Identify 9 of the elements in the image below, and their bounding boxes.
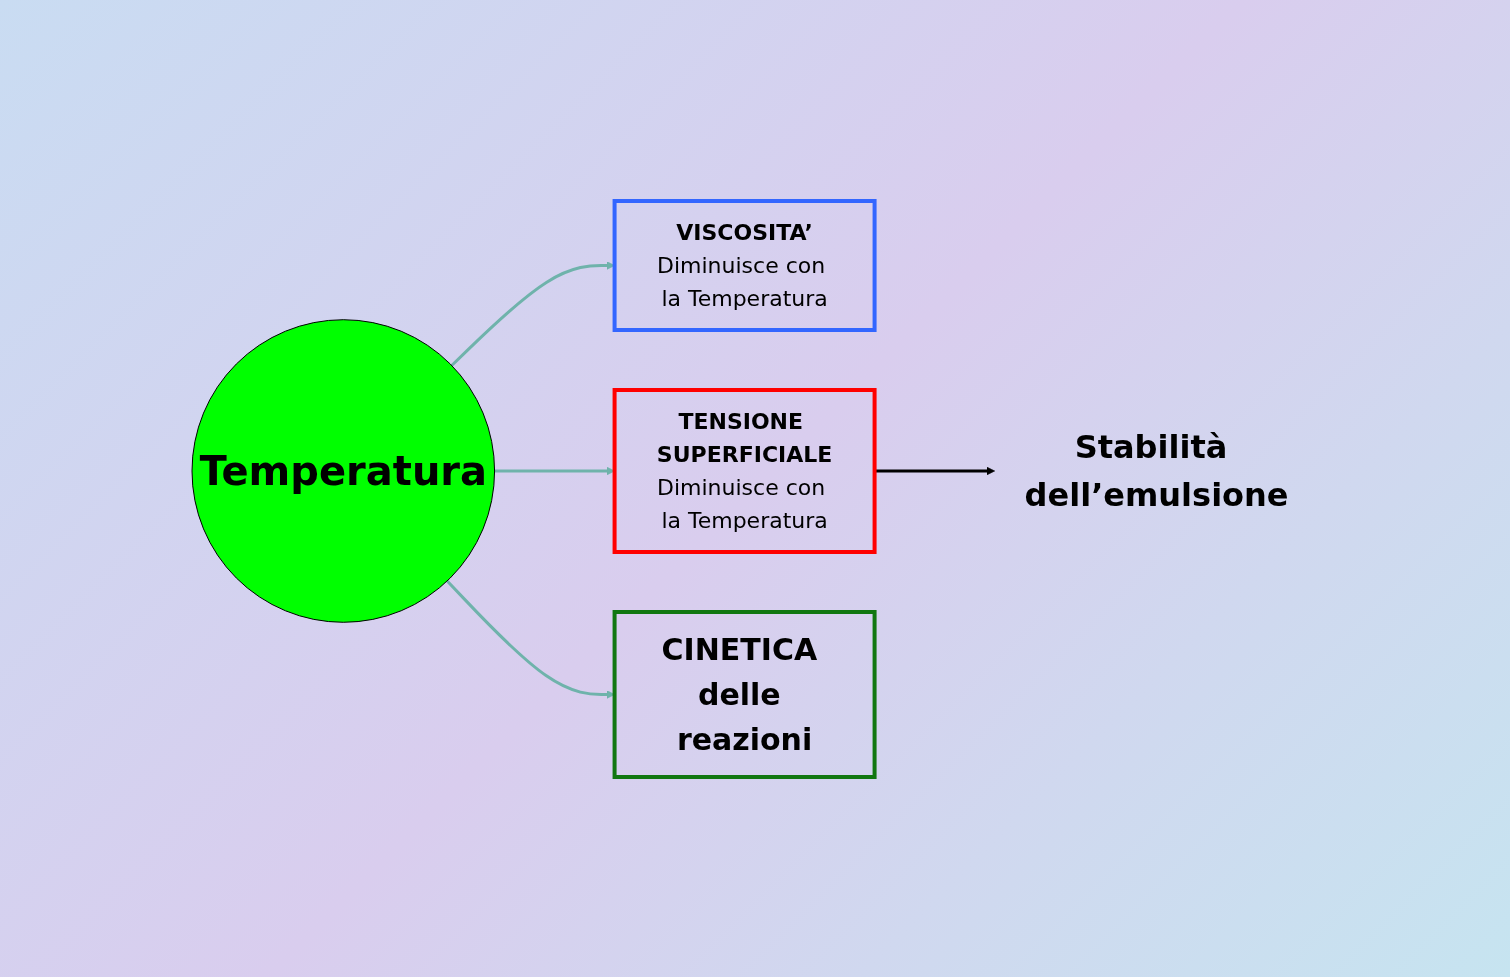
node-box: CINETICA delle reazioni	[612, 609, 877, 779]
node-text: Stabilità dell’emulsione	[1024, 427, 1289, 514]
arrow	[494, 466, 615, 475]
arrow	[450, 260, 615, 367]
node-box: TENSIONE SUPERFICIALE Diminuisce con la Temperatura	[612, 387, 877, 554]
arrow	[445, 579, 615, 699]
node-circle: Temperatura	[191, 318, 495, 623]
arrow	[874, 466, 995, 475]
node-box: VISCOSITA’ Diminuisce con la Temperatura	[612, 198, 877, 332]
